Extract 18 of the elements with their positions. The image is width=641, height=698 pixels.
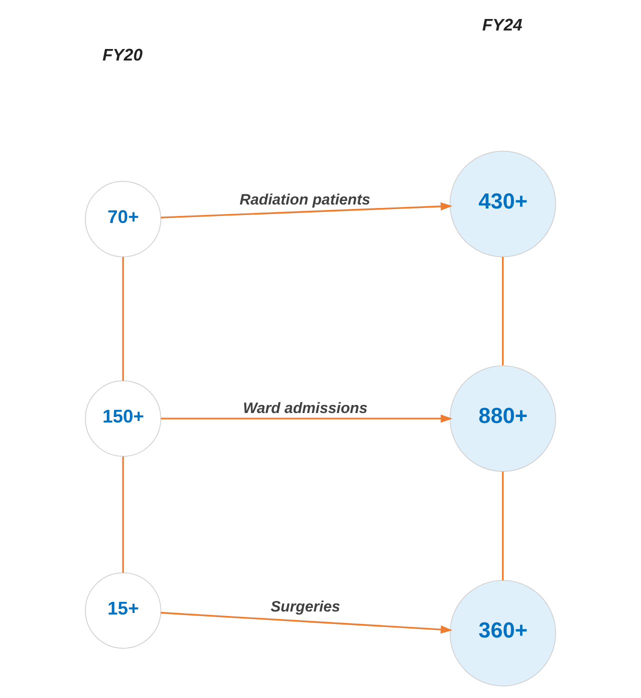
connector [502,256,504,366]
node-circle: 430+ [450,150,556,258]
edge-label: Ward admissions [242,400,368,418]
label: FY20 [102,46,143,65]
node-circle: 15+ [84,572,162,649]
arrow [160,414,452,423]
edge-label: Surgeries [270,598,340,616]
node-circle: 150+ [84,380,162,457]
arrow [160,612,452,634]
arrow [160,202,452,218]
node-circle: 360+ [450,580,556,686]
connector [122,456,124,573]
connector [122,256,124,381]
node-circle: 880+ [450,365,556,472]
edge-label: Radiation patients [240,191,370,208]
label: FY24 [482,15,522,34]
node-circle: 70+ [84,180,162,258]
connector [502,472,504,580]
